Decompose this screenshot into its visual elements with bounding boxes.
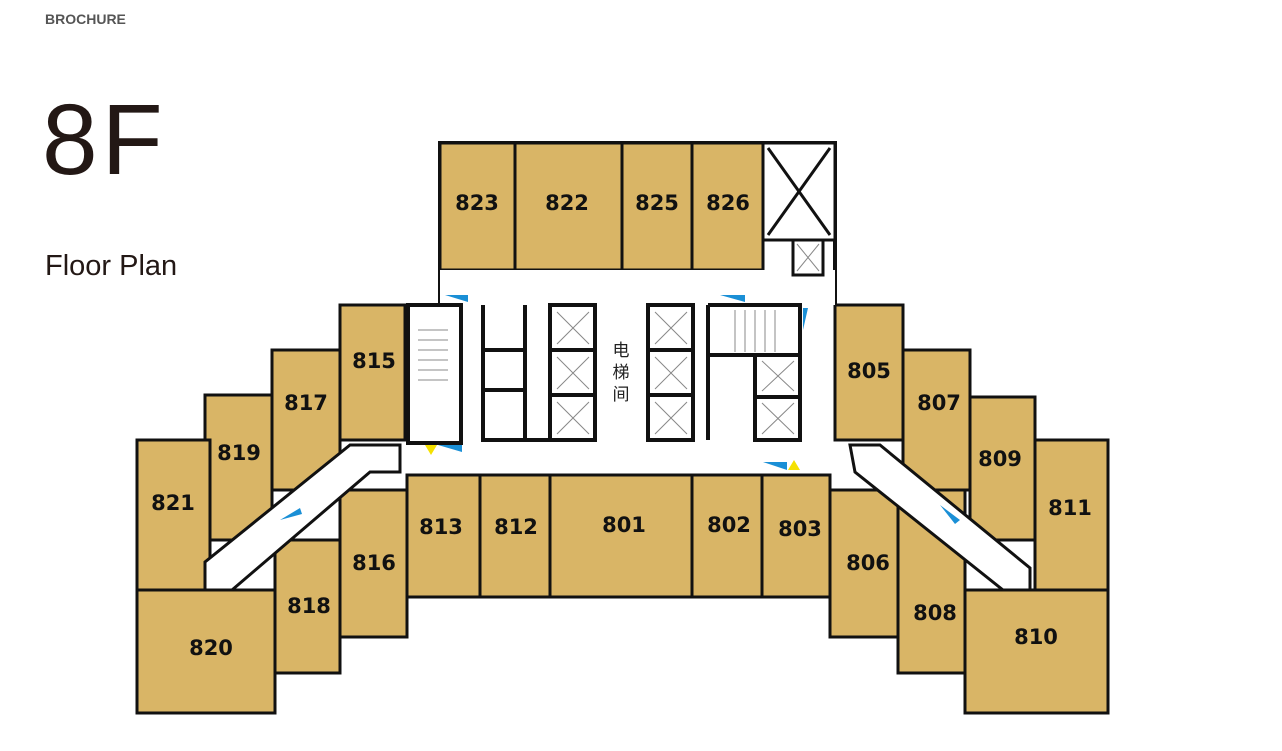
floor-number: 8F: [42, 84, 167, 196]
room-818[interactable]: 818: [273, 538, 342, 675]
brochure-label: BROCHURE: [45, 11, 126, 27]
room-823[interactable]: 823: [438, 141, 517, 272]
elevator-core: 电 梯 间: [406, 303, 802, 445]
room-816[interactable]: 816: [338, 488, 409, 639]
svg-text:822: 822: [545, 191, 589, 215]
svg-text:821: 821: [151, 491, 195, 515]
svg-text:813: 813: [419, 515, 463, 539]
svg-text:805: 805: [847, 359, 891, 383]
svg-text:801: 801: [602, 513, 646, 537]
rooms: 823 822 825 826 815 817 819 821 820 818 …: [135, 141, 1110, 715]
svg-text:809: 809: [978, 447, 1022, 471]
svg-text:815: 815: [352, 349, 396, 373]
svg-text:823: 823: [455, 191, 499, 215]
svg-text:819: 819: [217, 441, 261, 465]
elevator-hall-label-3: 间: [613, 385, 630, 405]
markers: [280, 295, 960, 524]
room-809[interactable]: 809: [968, 395, 1037, 542]
svg-text:820: 820: [189, 636, 233, 660]
svg-text:808: 808: [913, 601, 957, 625]
room-821[interactable]: 821: [135, 438, 212, 592]
svg-text:802: 802: [707, 513, 751, 537]
svg-text:810: 810: [1014, 625, 1058, 649]
yellow-marker-left: [425, 445, 437, 455]
room-820[interactable]: 820: [135, 588, 277, 715]
svg-text:811: 811: [1048, 496, 1092, 520]
yellow-marker-right: [788, 460, 800, 470]
svg-text:806: 806: [846, 551, 890, 575]
room-807[interactable]: 807: [901, 348, 972, 492]
room-811[interactable]: 811: [1033, 438, 1110, 592]
room-825[interactable]: 825: [620, 141, 694, 272]
room-826[interactable]: 826: [690, 141, 765, 272]
room-805[interactable]: 805: [833, 303, 905, 442]
room-822[interactable]: 822: [513, 141, 624, 272]
svg-text:818: 818: [287, 594, 331, 618]
room-801[interactable]: 801: [548, 473, 694, 599]
floor-plan-title: Floor Plan: [45, 250, 178, 282]
elevator-hall-label-1: 电: [613, 341, 630, 361]
svg-text:807: 807: [917, 391, 961, 415]
room-813[interactable]: 813: [405, 473, 482, 599]
shaft: [761, 141, 837, 277]
svg-text:817: 817: [284, 391, 328, 415]
room-806[interactable]: 806: [828, 488, 900, 639]
room-803[interactable]: 803: [760, 473, 832, 599]
svg-text:812: 812: [494, 515, 538, 539]
elevator-hall-label-2: 梯: [613, 363, 630, 383]
room-812[interactable]: 812: [478, 473, 552, 599]
room-815[interactable]: 815: [338, 303, 407, 442]
elevators-left: [548, 303, 597, 442]
elevators-right: [646, 303, 802, 442]
corridors: [203, 270, 1032, 592]
svg-text:825: 825: [635, 191, 679, 215]
room-802[interactable]: 802: [690, 473, 764, 599]
svg-text:816: 816: [352, 551, 396, 575]
svg-text:803: 803: [778, 517, 822, 541]
svg-text:826: 826: [706, 191, 750, 215]
room-810[interactable]: 810: [963, 588, 1110, 715]
